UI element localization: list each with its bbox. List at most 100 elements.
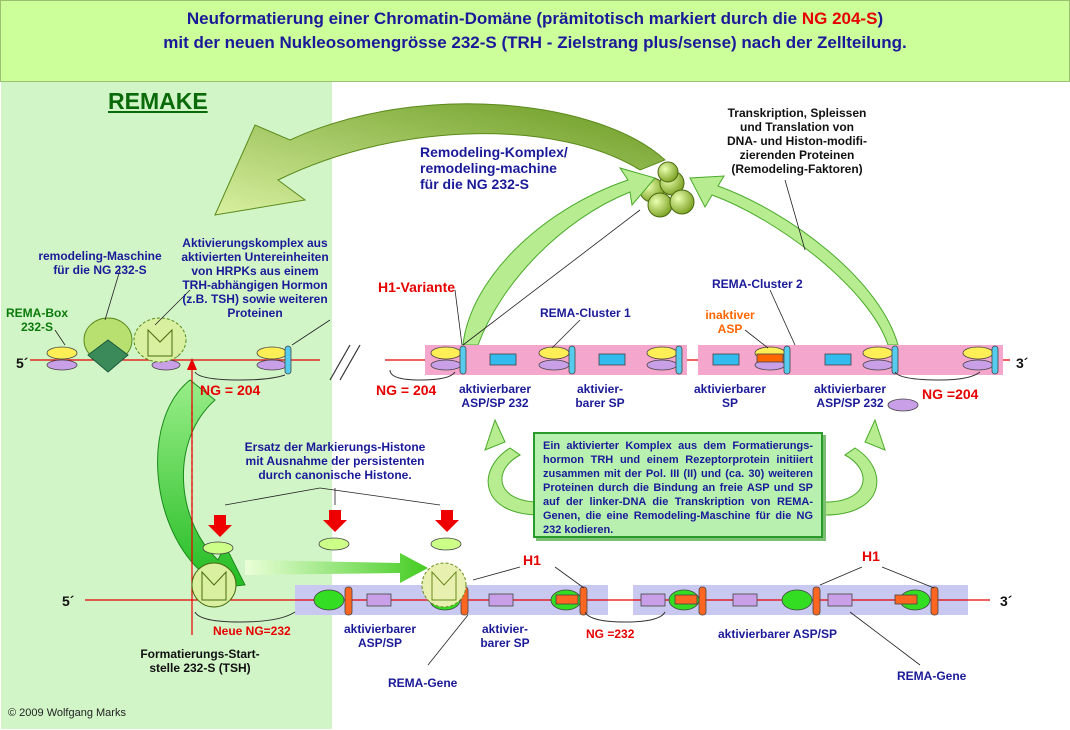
label-line: TRH-abhängigen Hormon	[182, 278, 328, 292]
label-rema-box: REMA-Box 232-S	[2, 306, 72, 334]
label-inactive-asp: inaktiver ASP	[700, 308, 760, 336]
header-line1-prefix: Neuformatierung einer Chromatin-Domäne (…	[186, 9, 802, 28]
label-h1-a: H1	[523, 552, 541, 568]
label-line: Aktivierungskomplex aus	[182, 236, 328, 250]
label-activatable-asp-sp-long: aktivierbarer ASP/SP	[718, 627, 837, 641]
header-title-line-1: Neuformatierung einer Chromatin-Domäne (…	[1, 9, 1069, 29]
label-rema-gene-a: REMA-Gene	[388, 676, 458, 690]
label-line: aktivier-	[576, 382, 624, 396]
label-remodeling-machine: remodeling-Maschine für die NG 232-S	[30, 249, 170, 277]
info-box: Ein aktivierter Komplex aus dem Formatie…	[533, 432, 823, 538]
header-banner: Neuformatierung einer Chromatin-Domäne (…	[0, 0, 1070, 82]
label-line: barer SP	[575, 396, 625, 410]
label-histone-replacement: Ersatz der Markierungs-Histone mit Ausna…	[240, 440, 430, 482]
remake-title: REMAKE	[108, 88, 208, 114]
label-ng-204-mid: NG = 204	[376, 382, 437, 398]
label-activatable-sp-a: aktivier- barer SP	[560, 382, 640, 410]
label-line: (Remodeling-Faktoren)	[731, 162, 863, 176]
label-3-prime-top: 3´	[1016, 355, 1029, 371]
break-mark-1	[329, 344, 351, 381]
label-line: durch canonische Histone.	[258, 468, 412, 482]
replacement-arrows	[208, 510, 459, 537]
vertical-arrowhead	[187, 358, 197, 370]
bracket-top-left	[194, 371, 286, 381]
arrow-cluster1-to-complex	[462, 167, 656, 346]
label-formatting-start: Formatierungs-Start- stelle 232-S (TSH)	[125, 647, 275, 675]
label-line: remodeling-Maschine	[38, 249, 162, 263]
label-activatable-sp-bottom: aktivier- barer SP	[465, 622, 545, 650]
formation-arrow	[157, 379, 246, 591]
label-line: und Translation von	[739, 120, 854, 134]
label-transcription: Transkription, Spleissen und Translation…	[722, 106, 872, 176]
label-line: ASP/SP 232	[816, 396, 884, 410]
label-line: aktivierbarer	[693, 382, 767, 396]
label-line: remodeling-machine	[420, 160, 557, 176]
label-line: Proteinen	[227, 306, 283, 320]
label-activation-complex: Aktivierungskomplex aus aktivierten Unte…	[175, 236, 335, 320]
label-line: DNA- und Histon-modifi-	[727, 134, 867, 148]
label-h1-b: H1	[862, 548, 880, 564]
label-line: für die NG 232-S	[420, 176, 529, 192]
label-h1-variant: H1-Variante	[378, 279, 456, 295]
label-line: mit Ausnahme der persistenten	[245, 454, 425, 468]
label-5-prime-top: 5´	[16, 355, 29, 371]
return-arrow	[214, 103, 666, 216]
label-line: 232-S	[20, 320, 54, 334]
pointer-lines-bottom	[427, 566, 935, 666]
label-line: Ersatz der Markierungs-Histone	[244, 440, 426, 454]
nucleosomes-top	[46, 345, 999, 412]
label-remodeling-complex: Remodeling-Komplex/ remodeling-machine f…	[420, 144, 568, 192]
bracket-top-mid	[389, 369, 456, 381]
break-mark-2	[339, 344, 361, 381]
label-line: aktivierbarer	[458, 382, 532, 396]
label-line: REMA-Box	[6, 306, 68, 320]
label-line: von HRPKs aus einem	[191, 264, 319, 278]
label-line: ASP/SP 232	[461, 396, 529, 410]
label-3-prime-bottom: 3´	[1000, 593, 1013, 609]
label-line: aktivier-	[481, 622, 529, 636]
label-rema-gene-b: REMA-Gene	[897, 669, 967, 683]
label-line: zierenden Proteinen	[739, 148, 855, 162]
label-line: aktivierbarer	[813, 382, 887, 396]
label-5-prime-bottom: 5´	[62, 593, 75, 609]
remodeling-complex-balls	[639, 161, 695, 218]
label-line: Transkription, Spleissen	[727, 106, 867, 120]
label-line: aktivierbarer	[343, 622, 417, 636]
label-activatable-asp-sp-232-a: aktivierbarer ASP/SP 232	[445, 382, 545, 410]
label-line: stelle 232-S (TSH)	[149, 661, 251, 675]
header-title-line-2: mit der neuen Nukleosomengrösse 232-S (T…	[163, 33, 907, 52]
label-ng-232: NG =232	[586, 627, 635, 641]
header-line1-suffix: )	[877, 9, 884, 28]
remodeling-machine-bottom	[191, 562, 467, 608]
label-rema-cluster-1: REMA-Cluster 1	[540, 306, 631, 320]
label-line: aktivierten Untereinheiten	[181, 250, 329, 264]
label-rema-cluster-2: REMA-Cluster 2	[712, 277, 803, 291]
label-ng-204-left: NG = 204	[200, 382, 261, 398]
label-line: ASP	[717, 322, 743, 336]
label-ng-204-right: NG =204	[922, 386, 979, 402]
header-line1-highlight: NG 204-S	[801, 9, 878, 28]
label-line: Remodeling-Komplex/	[420, 144, 568, 160]
label-new-ng: Neue NG=232	[213, 624, 291, 638]
label-line: barer SP	[480, 636, 530, 650]
bracket-top-right	[894, 371, 981, 381]
label-line: (z.B. TSH) sowie weiteren	[182, 292, 328, 306]
label-line: ASP/SP	[357, 636, 402, 650]
bracket-bottom-left	[194, 611, 296, 623]
label-line: Formatierungs-Start-	[140, 647, 260, 661]
arrow-cluster2-to-complex	[689, 175, 899, 346]
pointer-lines	[54, 179, 806, 506]
bracket-bottom-mid	[584, 611, 666, 623]
label-line: inaktiver	[705, 308, 755, 322]
label-activatable-asp-sp-bottom: aktivierbarer ASP/SP	[330, 622, 430, 650]
copyright-notice: © 2009 Wolfgang Marks	[8, 707, 126, 719]
label-line: SP	[721, 396, 738, 410]
canonical-histones	[202, 537, 462, 555]
horizontal-arrow	[245, 553, 428, 583]
label-activatable-sp-b: aktivierbarer SP	[690, 382, 770, 410]
label-activatable-asp-sp-232-b: aktivierbarer ASP/SP 232	[800, 382, 900, 410]
label-line: für die NG 232-S	[53, 263, 147, 277]
remodeling-machine-top	[83, 317, 187, 373]
